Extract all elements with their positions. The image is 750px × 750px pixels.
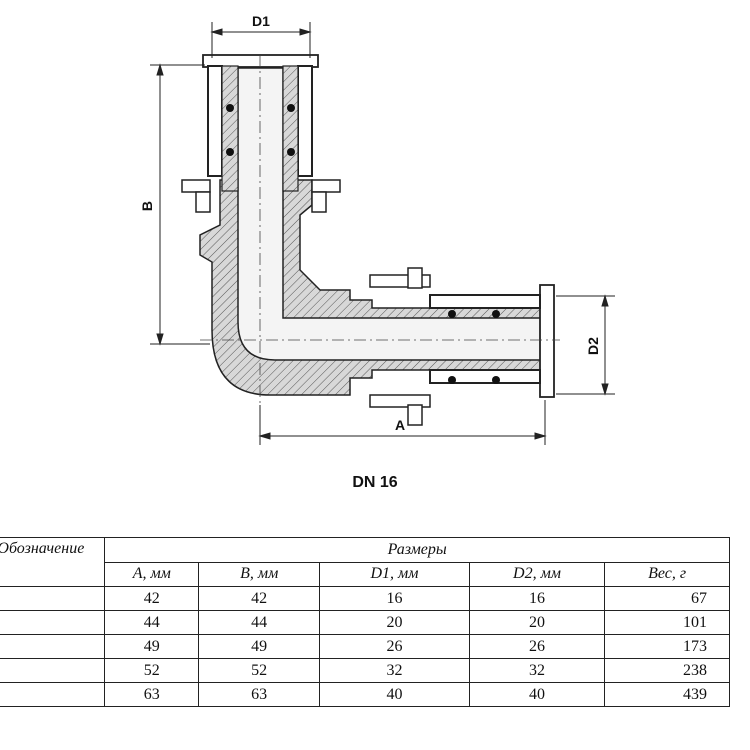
table-row: 52 52 32 32 238 [0,658,730,683]
cell-d2: 40 [468,682,606,707]
cell-d2: 32 [468,658,606,683]
table-row: 44 44 20 20 101 [0,610,730,635]
cell-a: 49 [104,634,200,659]
label-d1: D1 [252,13,270,29]
dimension-b [150,63,210,346]
cell-b: 42 [198,586,321,611]
cell-weight: 439 [604,682,730,707]
cell-d2: 26 [468,634,606,659]
cell-d2: 20 [468,610,606,635]
elbow-fitting-drawing: D1 B D2 A [139,13,615,445]
label-d2: D2 [585,337,601,355]
dimensions-group-header: Размеры [104,537,730,563]
cell-a: 44 [104,610,200,635]
cell-designation [0,658,106,683]
cell-b: 44 [198,610,321,635]
column-header-b: B, мм [198,561,321,587]
column-header-a: A, мм [104,561,200,587]
vertical-sleeve [181,54,341,213]
horizontal-sleeve [369,267,555,426]
cell-d2: 16 [468,586,606,611]
dimension-d2 [556,294,615,396]
cell-b: 63 [198,682,321,707]
cell-designation [0,682,106,707]
table-row: 63 63 40 40 439 [0,682,730,707]
cell-designation [0,634,106,659]
label-a: A [395,417,405,433]
cell-d1: 32 [319,658,470,683]
cell-d1: 26 [319,634,470,659]
cell-weight: 173 [604,634,730,659]
cell-b: 49 [198,634,321,659]
fitting-bore [237,67,546,361]
cell-weight: 101 [604,610,730,635]
dimension-a [258,400,547,445]
table-row: 42 42 16 16 67 [0,586,730,611]
diagram-caption: DN 16 [352,474,398,491]
designation-header: Обозначение [0,537,106,587]
column-header-row: A, мм B, мм D1, мм D2, мм Вес, г [0,561,730,587]
column-header-weight: Вес, г [604,561,730,587]
cell-designation [0,586,106,611]
cell-a: 63 [104,682,200,707]
table-row: 49 49 26 26 173 [0,634,730,659]
cell-weight: 238 [604,658,730,683]
cell-d1: 20 [319,610,470,635]
dimension-d1 [210,22,312,58]
cell-d1: 40 [319,682,470,707]
column-header-d1: D1, мм [319,561,470,587]
dimensions-table: Обозначение Размеры A, мм B, мм D1, мм D… [0,537,730,707]
label-b: B [139,201,155,211]
cell-a: 52 [104,658,200,683]
cell-designation [0,610,106,635]
cell-weight: 67 [604,586,730,611]
column-header-d2: D2, мм [468,561,606,587]
cell-a: 42 [104,586,200,611]
cell-b: 52 [198,658,321,683]
cell-d1: 16 [319,586,470,611]
